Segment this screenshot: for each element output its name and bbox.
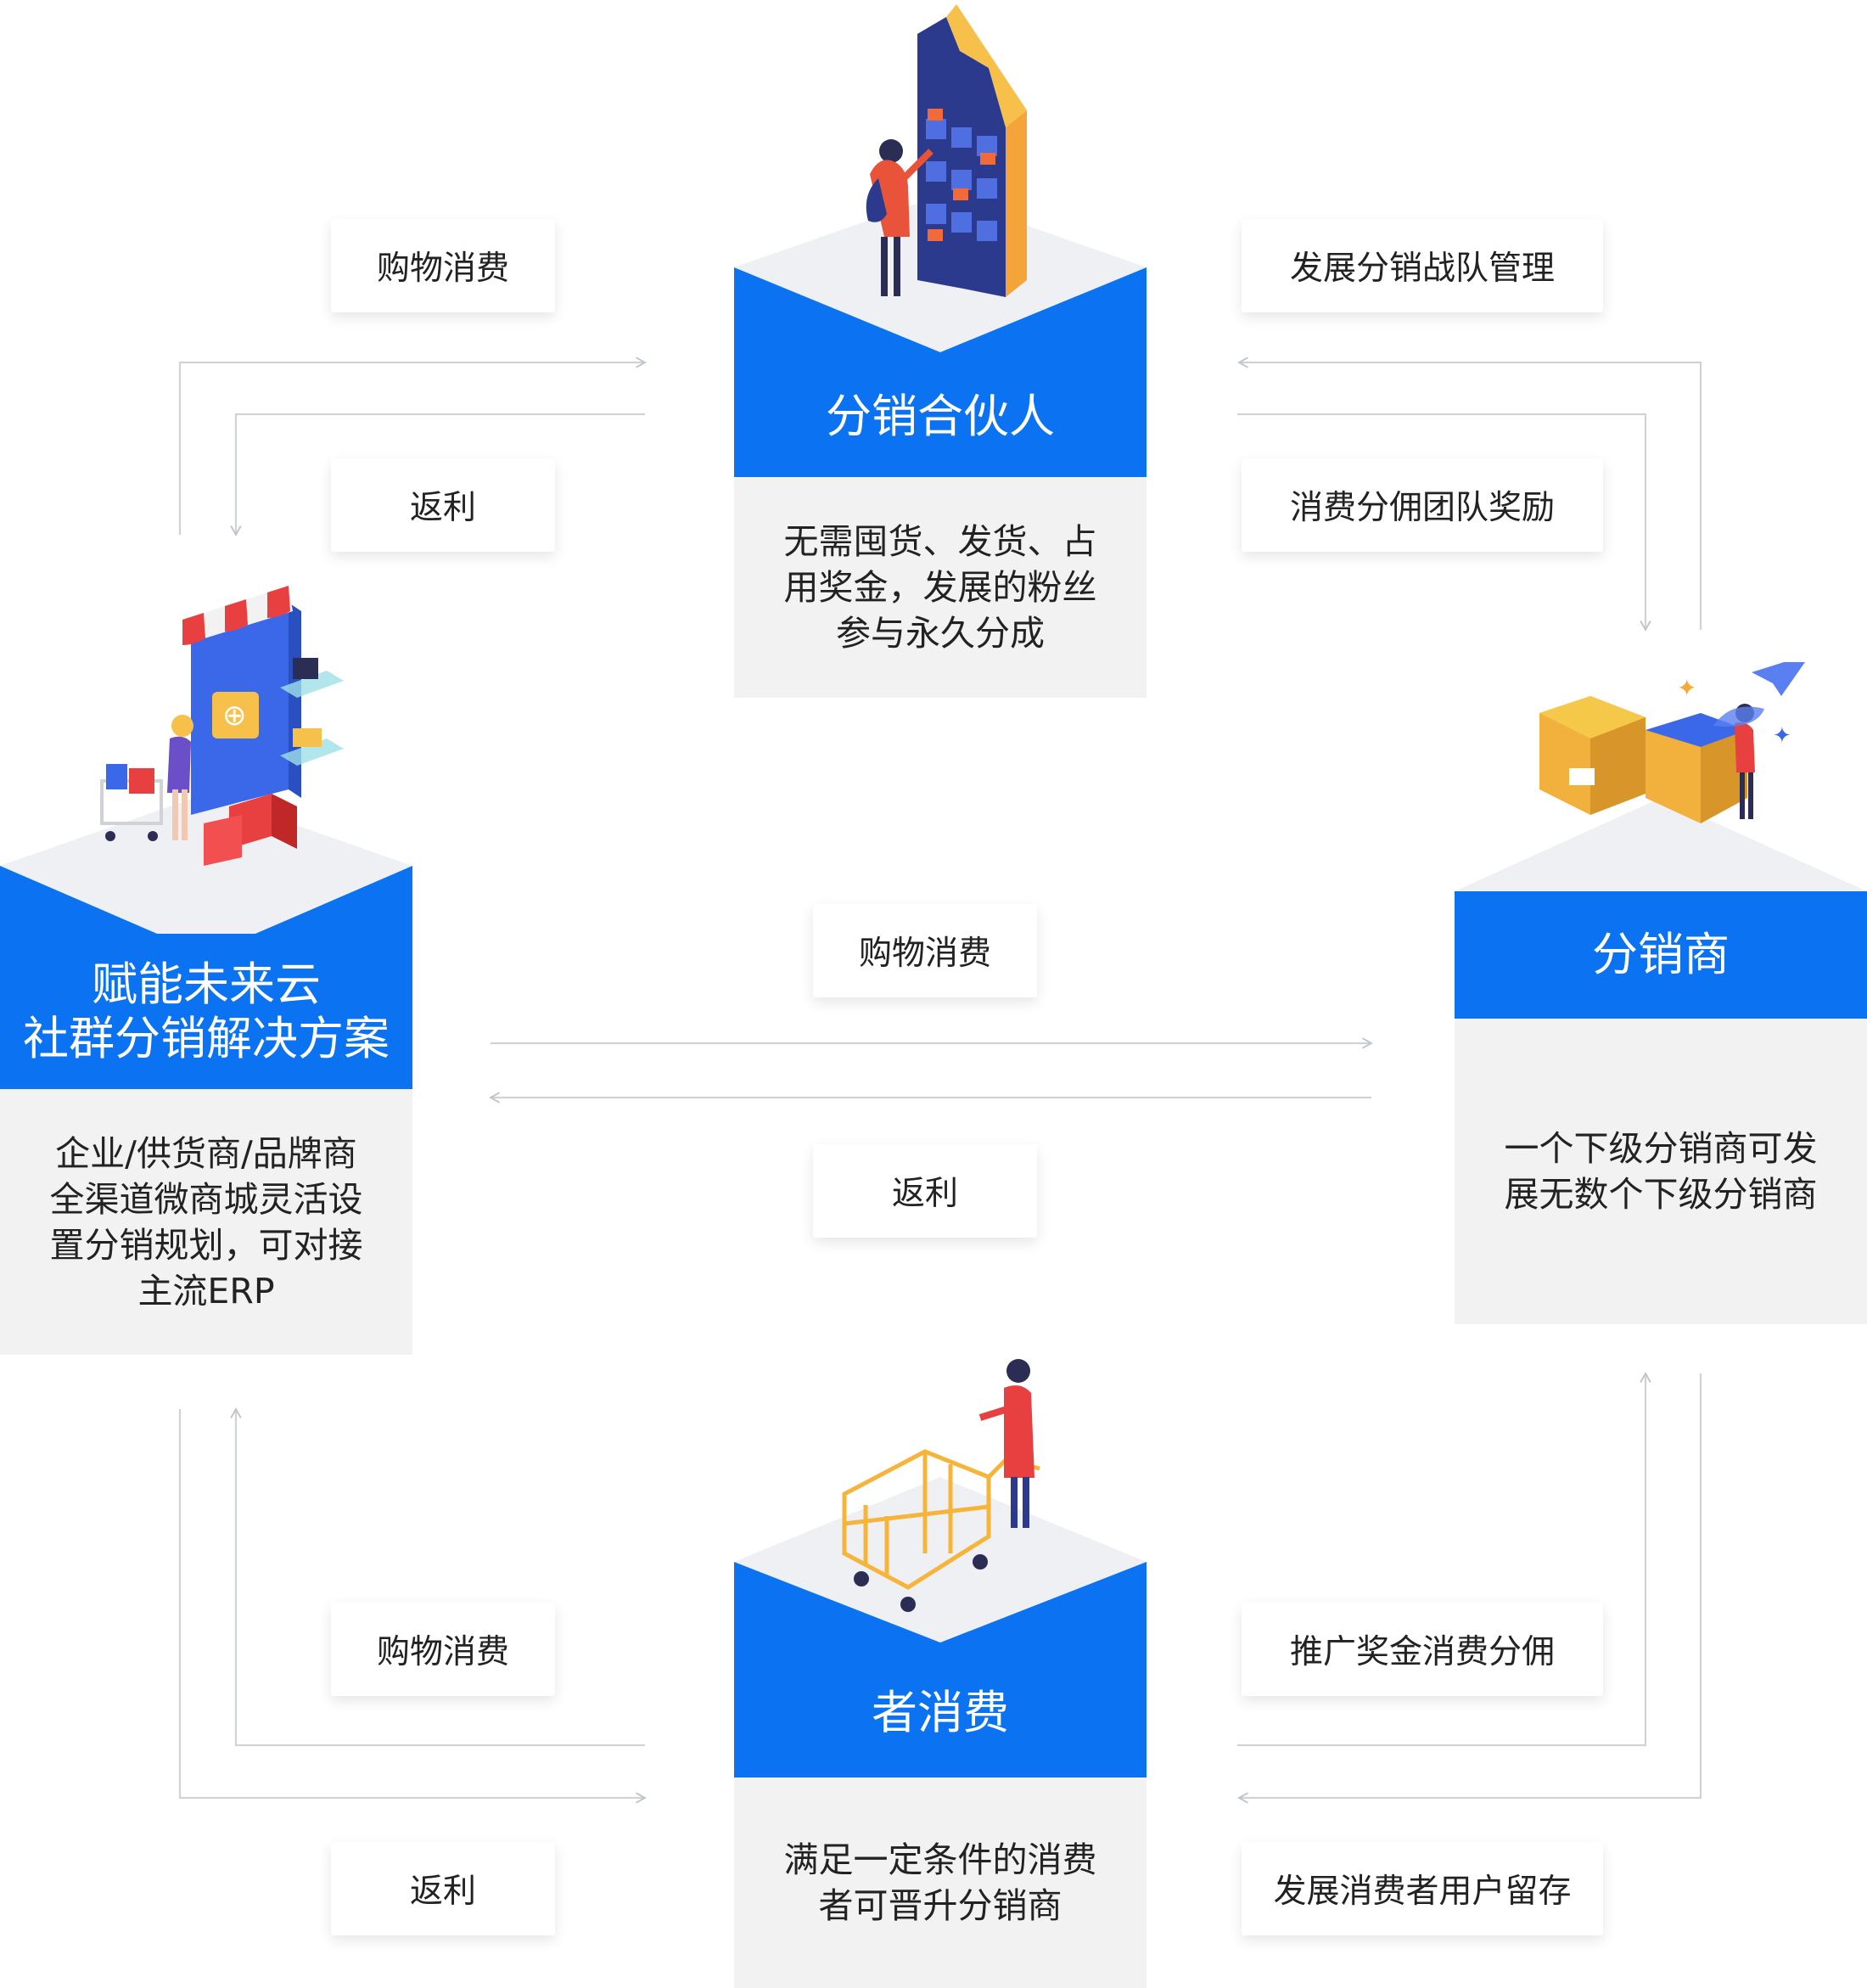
label-tr-top: 发展分销战队管理 bbox=[1242, 219, 1603, 312]
svg-text:✦: ✦ bbox=[1773, 723, 1791, 749]
svg-text:✦: ✦ bbox=[1677, 674, 1696, 702]
label-bl-top: 购物消费 bbox=[331, 1603, 555, 1696]
label-mid-top: 购物消费 bbox=[813, 904, 1037, 997]
arrow-bl-inner bbox=[230, 1407, 645, 1747]
label-br-bottom: 发展消费者用户留存 bbox=[1242, 1842, 1603, 1935]
label-tr-bottom: 消费分佣团队奖励 bbox=[1242, 458, 1603, 552]
node-consumer-desc: 满足一定条件的消费 者可晋升分销商 bbox=[734, 1777, 1147, 1988]
svg-text:⊕: ⊕ bbox=[222, 699, 247, 733]
node-distributor: ✦ ✦ 分销商 一个下级分销商可发 展无数个下级分销商 bbox=[1455, 662, 1867, 1324]
boxes-illustration: ✦ ✦ bbox=[1455, 662, 1867, 891]
arrow-br-outer bbox=[1237, 1373, 1702, 1804]
label-tl-bottom: 返利 bbox=[331, 458, 555, 552]
node-partner-title: 分销合伙人 bbox=[734, 357, 1147, 477]
node-consumer-title: 者消费 bbox=[734, 1648, 1147, 1777]
node-platform-title: 赋能未来云 社群分销解决方案 bbox=[0, 934, 412, 1089]
node-platform: ⊕ 赋能未来云 社群分销解决方案 企业/供货商/品牌商 全渠道微商城灵活设 置分… bbox=[0, 577, 412, 1355]
label-mid-bottom: 返利 bbox=[813, 1144, 1037, 1238]
label-bl-bottom: 返利 bbox=[331, 1842, 555, 1935]
node-consumer: 者消费 满足一定条件的消费 者可晋升分销商 bbox=[734, 1350, 1147, 1988]
label-br-top: 推广奖金消费分佣 bbox=[1242, 1603, 1603, 1696]
label-tl-top: 购物消费 bbox=[331, 219, 555, 312]
node-distributor-title: 分销商 bbox=[1455, 891, 1867, 1019]
arrow-tl-outer bbox=[178, 357, 647, 535]
node-distributor-desc: 一个下级分销商可发 展无数个下级分销商 bbox=[1455, 1019, 1867, 1324]
arrow-bl-outer bbox=[178, 1409, 647, 1804]
arrow-br-inner bbox=[1237, 1372, 1651, 1747]
node-platform-desc: 企业/供货商/品牌商 全渠道微商城灵活设 置分销规划，可对接 主流ERP bbox=[0, 1089, 412, 1355]
shop-illustration: ⊕ bbox=[0, 586, 412, 934]
node-partner: 分销合伙人 无需囤货、发货、占 用奖金，发展的粉丝 参与永久分成 bbox=[734, 0, 1147, 698]
arrow-tr-outer bbox=[1237, 357, 1702, 630]
shopping-cart-illustration bbox=[734, 1359, 1147, 1648]
arrow-tl-inner bbox=[230, 413, 645, 536]
arrow-tr-inner bbox=[1237, 413, 1651, 632]
bookshelf-illustration bbox=[734, 4, 1147, 357]
node-partner-desc: 无需囤货、发货、占 用奖金，发展的粉丝 参与永久分成 bbox=[734, 477, 1147, 698]
